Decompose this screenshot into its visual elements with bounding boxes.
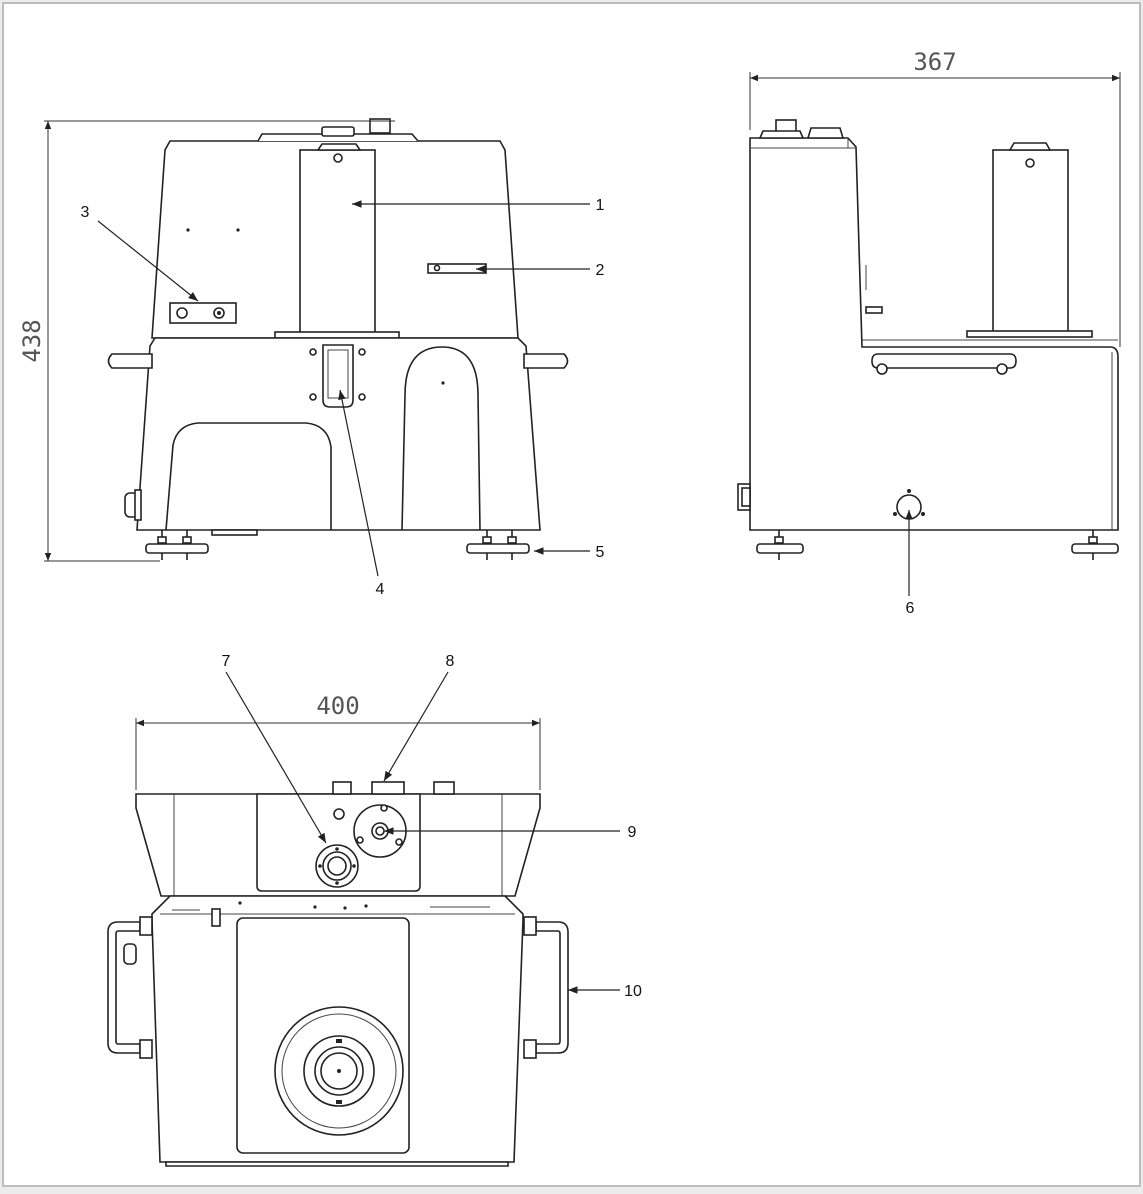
side-connector-pin — [907, 489, 911, 493]
top-view — [107, 781, 569, 1167]
dimension-height: 438 — [18, 120, 395, 562]
front-clamp-screw — [309, 348, 317, 356]
side-column-screw — [1025, 158, 1035, 168]
front-clamp-screw — [358, 348, 366, 356]
top-right-handle-mount — [523, 916, 537, 936]
front-dot — [441, 381, 445, 385]
front-column — [299, 149, 376, 336]
top-turntable-center — [337, 1069, 341, 1073]
front-panel-knob — [176, 307, 188, 319]
side-handle — [871, 353, 1017, 369]
side-knob-inner — [741, 487, 751, 507]
dimension-depth-label: 367 — [913, 48, 956, 76]
front-bottom-block — [211, 529, 258, 536]
dimension-width-label: 400 — [316, 692, 359, 720]
front-right-handle — [523, 353, 569, 369]
callout-7: 7 — [222, 653, 231, 670]
front-slot-screw — [433, 264, 441, 272]
top-port-bolt — [352, 864, 356, 868]
callout-2: 2 — [596, 262, 605, 279]
front-leaders: 1 2 3 4 5 — [81, 197, 605, 598]
top-connector — [332, 781, 352, 795]
front-foot-left — [145, 530, 209, 560]
top-flange-bolt — [380, 804, 388, 812]
top-turntable-ring — [281, 1013, 397, 1129]
dimension-width: 400 — [135, 692, 541, 790]
top-connector-8 — [371, 781, 405, 795]
top-port-bolt — [335, 881, 339, 885]
side-pin — [865, 306, 883, 314]
side-base-plate — [966, 330, 1093, 338]
top-port-bolt — [318, 864, 322, 868]
front-side-knob-stem — [134, 489, 142, 521]
callout-5: 5 — [596, 544, 605, 561]
front-clamp-inner — [327, 349, 349, 399]
top-flange-bolt — [395, 838, 403, 846]
front-view — [107, 118, 569, 560]
top-pin — [211, 908, 221, 927]
top-bottom-rail — [165, 1161, 509, 1167]
top-right-handle-mount — [523, 1039, 537, 1059]
front-left-handle — [107, 353, 153, 369]
side-view — [737, 119, 1119, 560]
callout-3: 3 — [81, 204, 90, 221]
callout-1: 1 — [596, 197, 605, 214]
front-left-opening — [165, 422, 332, 531]
side-handle-mount — [996, 363, 1008, 375]
callout-8: 8 — [446, 653, 455, 670]
side-column — [992, 149, 1069, 334]
front-dot — [186, 228, 190, 232]
top-port-center — [327, 856, 347, 876]
top-flange-core — [375, 826, 385, 836]
front-column-top — [316, 143, 362, 151]
top-side-knob — [123, 943, 137, 965]
side-connector-pin — [921, 512, 925, 516]
top-leaders: 7 8 9 10 — [222, 653, 642, 1000]
side-top-plate — [758, 130, 805, 139]
front-base-plate — [274, 331, 400, 339]
side-handle-mount — [876, 363, 888, 375]
callout-4: 4 — [376, 581, 385, 598]
front-clamp-screw — [358, 393, 366, 401]
front-top-knob — [369, 118, 391, 134]
side-foot-right — [1071, 530, 1119, 560]
side-top-plate — [806, 127, 845, 139]
front-dot — [236, 228, 240, 232]
top-port-bolt — [335, 847, 339, 851]
front-column-screw — [333, 153, 343, 163]
top-hole — [333, 808, 345, 820]
top-connector — [433, 781, 455, 795]
front-foot-right — [466, 530, 530, 560]
top-flange-bolt — [356, 836, 364, 844]
callout-6: 6 — [906, 600, 915, 617]
callout-9: 9 — [628, 824, 637, 841]
front-lower-housing — [136, 337, 541, 531]
front-right-opening — [401, 346, 481, 531]
side-housing — [749, 137, 1119, 531]
side-foot-left — [756, 530, 804, 560]
top-left-handle-mount — [139, 916, 153, 936]
side-column-top — [1008, 142, 1052, 151]
front-panel-knob-center — [217, 311, 221, 315]
dimension-height-label: 438 — [18, 319, 46, 362]
top-left-handle-mount — [139, 1039, 153, 1059]
front-top-cap — [321, 126, 355, 137]
side-connector-pin — [893, 512, 897, 516]
front-clamp-screw — [309, 393, 317, 401]
dimension-depth: 367 — [749, 48, 1121, 347]
callout-10: 10 — [624, 983, 642, 1000]
